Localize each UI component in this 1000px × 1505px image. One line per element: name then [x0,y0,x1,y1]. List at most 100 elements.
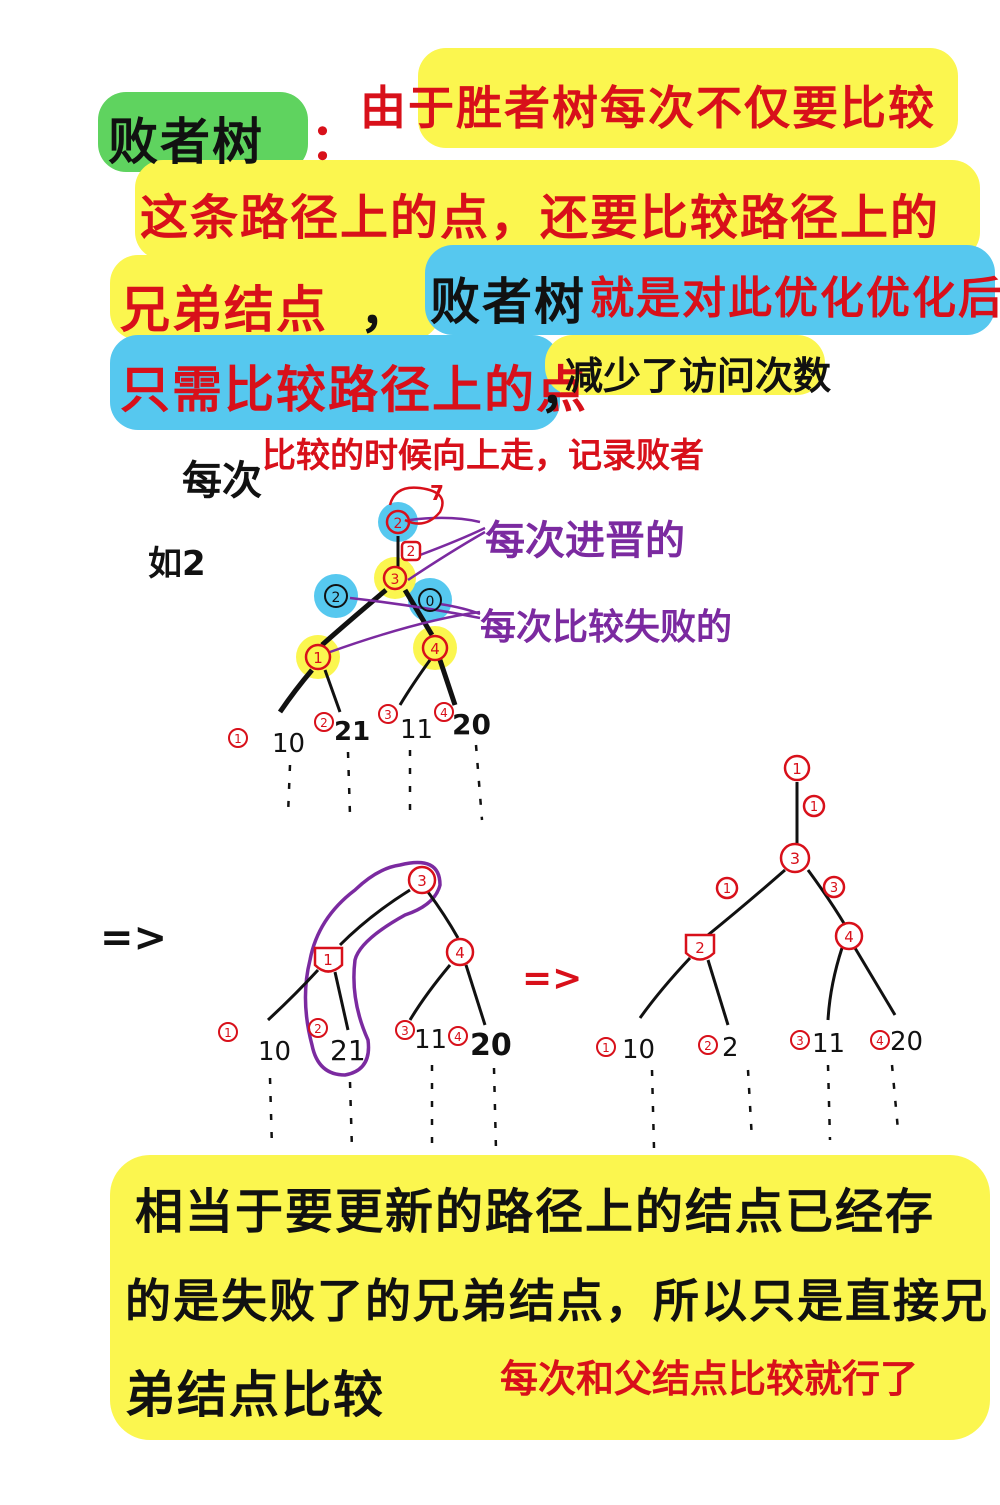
tree-br-leaf-tag [596,1037,616,1057]
tree-bl-leaf-tag [218,1022,238,1042]
tree-bl-purple-loop [303,860,442,1077]
tree-br-edge-left [707,868,786,937]
tree-bl-dash [492,1067,498,1151]
tree-top-edge-tag [400,540,422,562]
tree-bl-edge-ll [266,968,320,1022]
tree-br-edge-right [806,869,847,926]
tree-br-top-label: 1 [792,760,802,778]
tree-top-rightside-label: 0 [426,594,435,610]
highlight-green [98,92,308,172]
tree-top-root-value: 7 [430,481,444,505]
tree-top-dash [474,744,484,821]
tree-br-leaf-tag [790,1030,810,1050]
highlight-yellow-line3 [110,255,440,340]
tree-top-leaf-tag [228,728,248,748]
tree-top-dash [346,751,352,816]
tree-top-left-highlight [296,635,340,679]
tree-top-leaf: 11 [400,715,433,745]
tree-br-left-edge-tag [715,876,739,900]
tree-br-leaf-tag-label: 2 [704,1039,712,1053]
tree-br-dash [746,1069,754,1141]
tree-top-leftside-node [324,584,348,608]
tree-top-right-highlight [413,626,457,670]
loser-note: 每次比较失败的 [480,607,733,648]
tree-top-top-highlight [378,502,418,542]
tree-bl-edge-rr [464,964,487,1026]
tree-bl-edge-left [338,888,411,947]
tree-br-left-label: 2 [695,939,705,957]
tree-br-edge-tag [802,794,826,818]
tree-top-edge-label: 2 [407,544,416,560]
tree-bl-edge-rl [408,964,452,1021]
tree-top-leftside-highlight [314,574,358,618]
tree-bl-right-label: 4 [455,944,465,962]
tree-top-purple-winner-line-2 [419,526,486,557]
tree-bl-right-node [445,937,475,967]
tree-top-left-node [304,643,332,671]
tree-br-dash [890,1064,900,1131]
intro-term-loser-tree-2: 败者树 [430,273,586,331]
tree-top-mid-node [382,565,408,591]
arrow-1: => [100,915,168,961]
tree-bl-leaf-tag-label: 4 [454,1030,462,1044]
each-time-prefix: 每次 [182,458,262,504]
tree-top-leaf-tag-label: 2 [320,716,328,730]
tree-top-root-loop [388,486,444,525]
tree-top-purple-winner-line-1 [409,516,481,524]
tree-top-top-node [385,509,411,535]
tree-br-left-edge-label: 1 [723,882,731,897]
tree-bl-dash [268,1077,274,1149]
tree-bl-root-label: 3 [417,872,427,890]
highlight-yellow-line4 [545,335,825,395]
tree-top-purple-loser-line-2 [439,602,481,616]
tree-top-left-label: 1 [313,649,323,667]
tree-br-leaf-tag-label: 3 [796,1034,804,1048]
tree-top-mid-label: 3 [391,572,400,588]
tree-br-leaf-tag-label: 1 [602,1041,610,1055]
highlight-yellow-conclusion [110,1155,990,1440]
tree-top-dash [286,764,292,816]
each-time-rest: 比较的时候向上走，记录败者 [262,436,704,476]
highlight-yellow-line2 [135,160,980,260]
tree-bl-leaf-tag [448,1026,468,1046]
tree-bottom-left: 3 1 4 1 2 3 4 10 21 11 20 [218,860,512,1151]
tree-top-leaf: 10 [272,729,305,759]
tree-bl-edge-right [426,891,460,939]
example-label-text: 如 [148,544,182,584]
intro-line3c: 就是对此优化优化后 [590,273,1000,324]
tree-top-top-label: 2 [394,516,403,532]
conclusion-line1: 相当于要更新的路径上的结点已经存 [135,1184,936,1240]
highlight-yellow-line1 [418,48,958,148]
tree-br-root-label: 3 [790,849,800,868]
tree-bl-leaf-tag-label: 3 [401,1024,409,1038]
intro-colon: ： [310,113,362,171]
tree-top-edge-ll [277,668,314,714]
tree-top-rightside-node [418,588,442,612]
tree-bl-root-node [407,865,437,895]
tree-bottom-right: 1 1 3 1 3 2 4 1 2 3 4 10 2 11 20 [596,754,923,1149]
tree-bl-edge-lr [333,971,350,1031]
tree-top-leaf-tag [378,704,398,724]
tree-br-leaf-tag-label: 4 [876,1034,884,1048]
tree-bl-leaf: 11 [414,1025,447,1055]
intro-line4: 只需比较路径上的点 [120,361,588,419]
conclusion-note: 每次和父结点比较就行了 [500,1357,919,1401]
tree-top-purple-loser-line-3 [349,596,481,620]
tree-bl-leaf: 10 [258,1037,291,1067]
example-label: 如2 [148,536,206,585]
tree-br-leaf: 11 [812,1029,845,1059]
example-label-num: 2 [182,544,206,584]
tree-top-leaf-tag [314,712,334,732]
tree-top-edge-rr [437,659,458,706]
tree-top-leaf-tag [434,702,454,722]
tree-br-dash [826,1064,832,1141]
tree-br-edge-lr [706,959,730,1026]
tree-br-edge-rl [826,947,844,1021]
tree-top-leftside-label: 2 [332,590,341,606]
tree-br-right-edge-label: 3 [830,881,838,896]
tree-top-right-label: 4 [430,640,440,658]
tree-top-purple-winner-line-3 [407,530,486,582]
tree-br-left-node [684,933,716,961]
tree-bl-left-node [313,946,344,973]
